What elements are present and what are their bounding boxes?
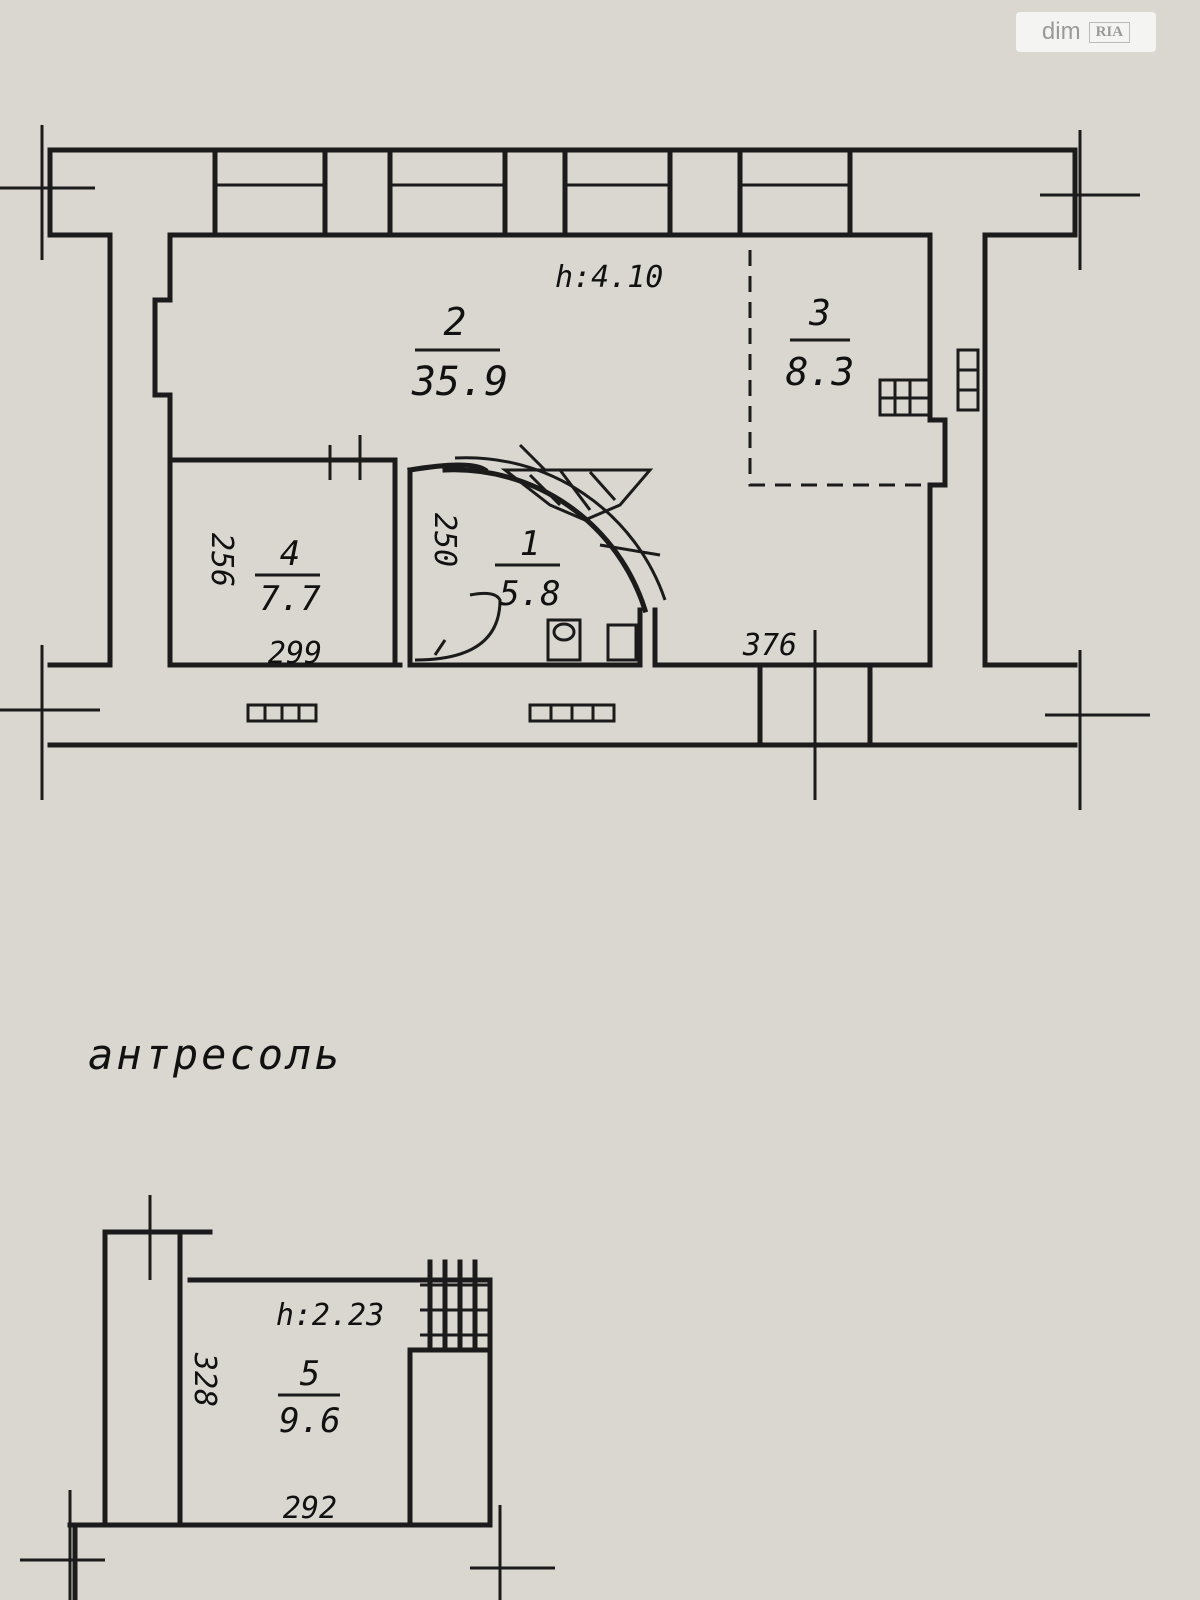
main-height-label: h:4.10 <box>555 260 663 295</box>
dim-ria-watermark: dim RIA <box>1016 12 1156 52</box>
room1-area: 5.8 <box>499 574 560 614</box>
room3-fixtures <box>878 348 980 417</box>
room4-width-dimension: 299 <box>268 636 322 671</box>
watermark-brand: dim <box>1041 18 1081 45</box>
room1-height-dimension: 250 <box>427 513 462 567</box>
room3-area: 8.3 <box>786 350 855 394</box>
mezzanine-height-dimension: 328 <box>187 1352 222 1407</box>
corridor-width-dimension: 376 <box>742 628 797 663</box>
room4-number: 4 <box>280 534 300 574</box>
room1-number: 1 <box>520 524 540 564</box>
room2-area: 35.9 <box>411 359 508 405</box>
mezzanine-width-dimension: 292 <box>283 1491 337 1526</box>
main-floor-walls <box>0 125 1150 810</box>
room2-number: 2 <box>444 300 467 344</box>
room5-number: 5 <box>300 1354 320 1394</box>
room4-area: 7.7 <box>259 579 321 619</box>
mezzanine-walls <box>20 1195 555 1600</box>
watermark-logo: RIA <box>1088 21 1131 43</box>
staircase <box>442 443 667 614</box>
mezzanine-height-label: h:2.23 <box>276 1298 384 1333</box>
room5-area: 9.6 <box>279 1401 340 1441</box>
room3-boundary <box>748 250 945 487</box>
room3-number: 3 <box>808 293 831 334</box>
toilet-fixtures <box>414 591 638 662</box>
room4-height-dimension: 256 <box>204 533 239 587</box>
mezzanine-title: антресоль <box>88 1030 343 1079</box>
